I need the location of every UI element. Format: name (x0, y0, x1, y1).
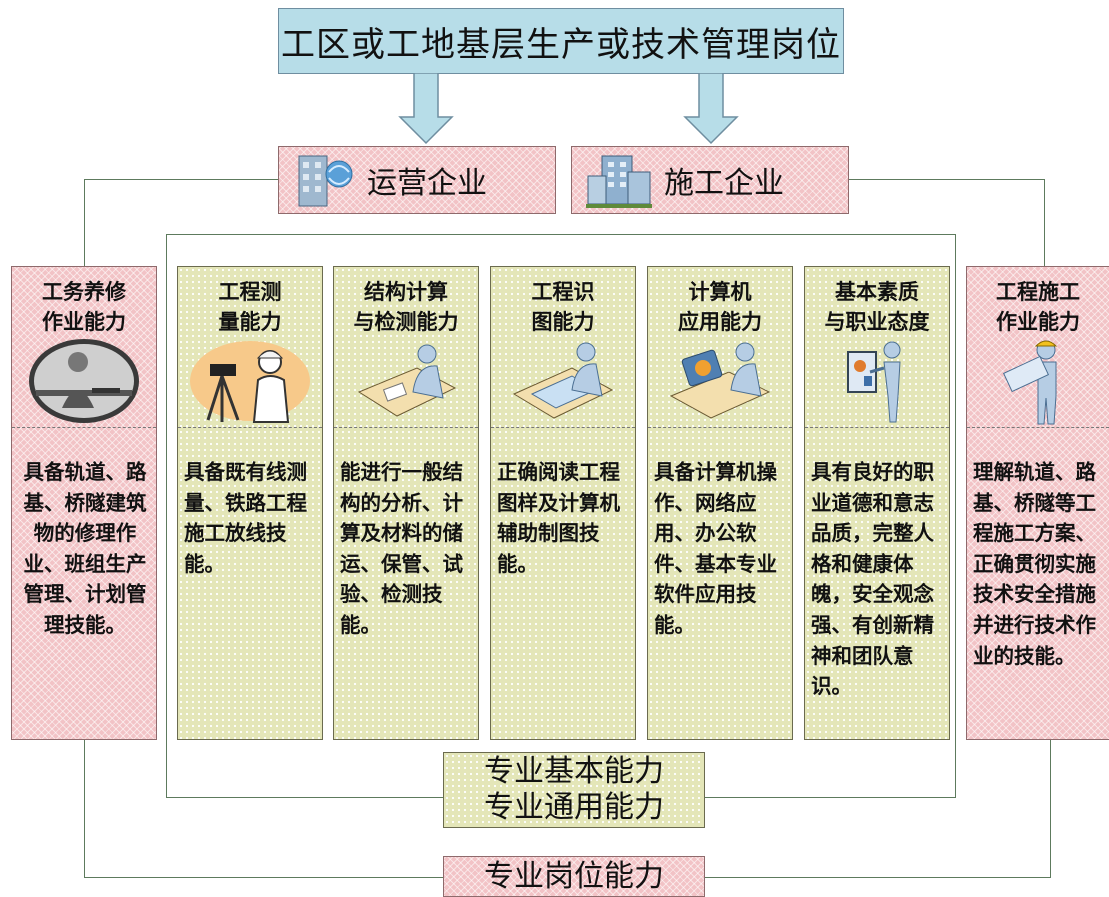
job-position-label: 专业岗位能力 (484, 858, 664, 894)
arrow-down-icon (683, 73, 739, 145)
operation-company-label: 运营企业 (367, 166, 487, 201)
ability-column-surveying: 工程测 量能力 具备既有线测量、铁路工程施工放线技能。 (177, 266, 323, 740)
professional-basic-box: 专业基本能力 专业通用能力 (443, 752, 705, 828)
ability-column-drawing: 工程识 图能力 正确阅读工程图样及计算机辅助制图技能。 (490, 266, 636, 740)
ability-column-construction: 工程施工 作业能力 理解轨道、路基、桥隧等工程施工方案、正确贯彻实施技术安全措施… (966, 266, 1109, 740)
column-title: 工程识 图能力 (531, 280, 595, 334)
office-building-icon (298, 155, 353, 207)
column-description: 能进行一般结构的分析、计算及材料的储运、保管、试验、检测技能。 (340, 460, 463, 637)
construction-company-box: 施工企业 (571, 146, 849, 214)
column-title: 结构计算 与检测能力 (353, 280, 459, 334)
ability-column-maintenance: 工务养修 作业能力 具备轨道、路基、桥隧建筑物的修理作业、班组生产管理、计划管理… (11, 266, 157, 740)
blueprint-engineer-icon (967, 335, 1109, 427)
column-title: 工务养修 作业能力 (42, 280, 126, 334)
computer-user-icon (648, 335, 792, 427)
desk-writing-icon (334, 335, 478, 427)
presenter-icon (805, 335, 949, 427)
column-description: 具有良好的职业道德和意志品质，完整人格和健康体魄，安全观念强、有创新精神和团队意… (811, 460, 934, 699)
factory-building-icon (586, 155, 652, 208)
column-title: 工程测 量能力 (218, 280, 282, 334)
railway-worker-icon (12, 335, 156, 427)
column-title: 基本素质 与职业态度 (824, 280, 930, 334)
top-title: 工区或工地基层生产或技术管理岗位 (281, 24, 841, 65)
column-title: 工程施工 作业能力 (996, 280, 1080, 334)
ability-column-quality: 基本素质 与职业态度 具有良好的职业道德和意志品质，完整人格和健康体魄，安全观念… (804, 266, 950, 740)
ability-column-structure: 结构计算 与检测能力 能进行一般结构的分析、计算及材料的储运、保管、试验、检测技… (333, 266, 479, 740)
column-description: 理解轨道、路基、桥隧等工程施工方案、正确贯彻实施技术安全措施并进行技术作业的技能… (973, 460, 1096, 668)
ability-column-computer: 计算机 应用能力 具备计算机操作、网络应用、办公软件、基本专业软件应用技能。 (647, 266, 793, 740)
professional-general-label: 专业通用能力 (484, 790, 664, 825)
column-description: 具备计算机操作、网络应用、办公软件、基本专业软件应用技能。 (654, 460, 777, 637)
column-title: 计算机 应用能力 (678, 280, 762, 334)
top-title-box: 工区或工地基层生产或技术管理岗位 (278, 8, 844, 74)
construction-company-label: 施工企业 (664, 166, 784, 201)
operation-company-box: 运营企业 (278, 146, 556, 214)
professional-basic-label: 专业基本能力 (484, 754, 664, 789)
column-description: 具备既有线测量、铁路工程施工放线技能。 (184, 460, 307, 576)
column-description: 具备轨道、路基、桥隧建筑物的修理作业、班组生产管理、计划管理技能。 (23, 460, 147, 637)
job-position-box: 专业岗位能力 (443, 856, 705, 897)
surveyor-icon (178, 335, 322, 427)
drafting-table-icon (491, 335, 635, 427)
arrow-down-icon (398, 73, 454, 145)
column-description: 正确阅读工程图样及计算机辅助制图技能。 (497, 460, 620, 576)
